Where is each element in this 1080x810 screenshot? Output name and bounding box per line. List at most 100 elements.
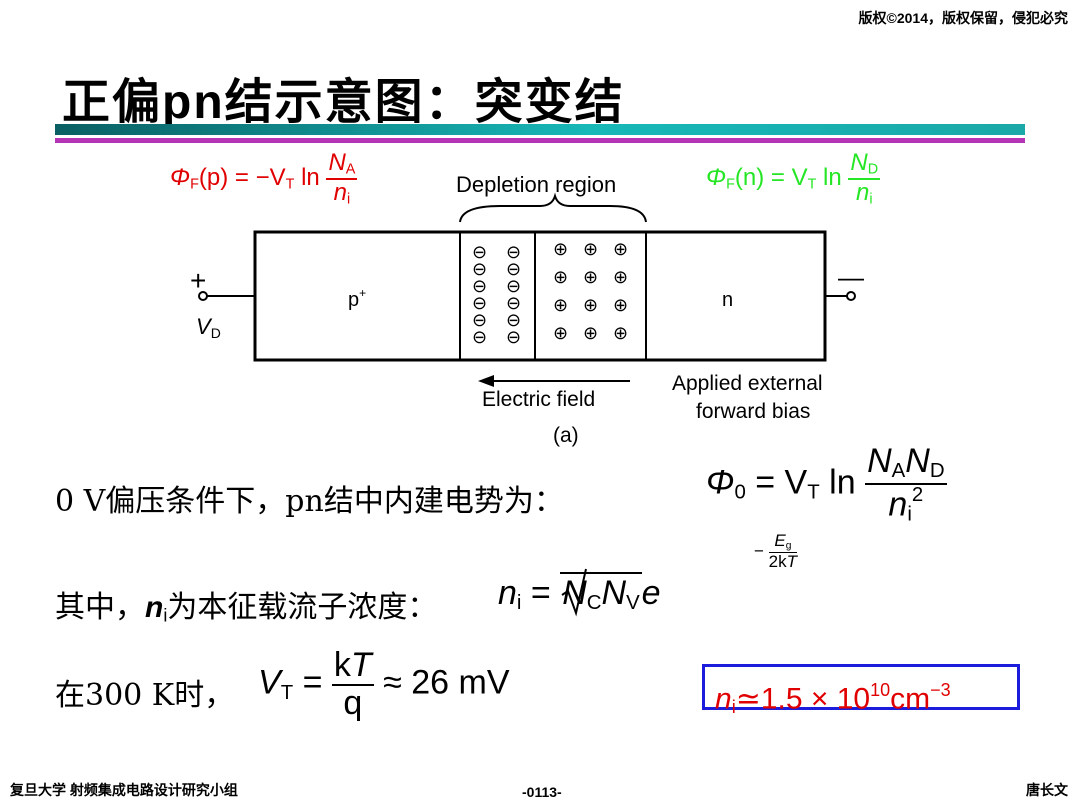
right-terminal [846, 291, 856, 301]
ni-var: n [145, 591, 164, 624]
builtin-fraction: NAND ni2 [865, 442, 947, 526]
frac-num: NA [326, 149, 358, 180]
na-sub: A [891, 460, 906, 483]
negative-ion: ⊖ [472, 259, 487, 279]
phi-symbol: Φ [170, 164, 191, 192]
exp-minus: − [754, 541, 764, 561]
footer-author: 唐长文 [1026, 782, 1068, 798]
negative-ion: ⊖ [506, 310, 521, 330]
n-region-label: n [722, 289, 733, 311]
eg-var: E [774, 531, 786, 550]
nv-sub: V [626, 592, 640, 615]
eq: = V [745, 463, 808, 502]
na-var: N [867, 442, 892, 480]
negative-ions: ⊖⊖ ⊖⊖ ⊖⊖ ⊖⊖ ⊖⊖ ⊖⊖ [472, 242, 521, 347]
title-bar-purple [55, 138, 1025, 143]
positive-ions: ⊕⊕⊕ ⊕⊕⊕ ⊕⊕⊕ ⊕⊕⊕ [553, 239, 628, 343]
den-sub: i [869, 191, 873, 208]
k-const: k [333, 646, 351, 684]
ni-sub: i [731, 697, 736, 718]
positive-ion: ⊕ [553, 239, 568, 259]
positive-ion: ⊕ [613, 323, 628, 343]
depletion-region-label: Depletion region [456, 172, 617, 197]
ni-exp: 10 [870, 680, 891, 700]
exp-den: 2kT [769, 553, 797, 571]
ni-unit-exp: −3 [930, 680, 951, 700]
phi-sub: F [726, 176, 735, 193]
intrinsic-carrier-formula: ni = NCNVe [498, 572, 661, 615]
frac-num: kT [331, 646, 374, 686]
ln: ln [816, 164, 842, 192]
positive-ion: ⊕ [583, 323, 598, 343]
minus-sign: — [838, 262, 864, 292]
phi-symbol: Φ [706, 164, 727, 192]
num-var: N [850, 149, 868, 176]
negative-ion: ⊖ [472, 327, 487, 347]
frac-den: ni [848, 180, 880, 208]
negative-ion: ⊖ [506, 259, 521, 279]
exp-num: Eg [768, 531, 798, 554]
frac-den: ni2 [865, 483, 946, 526]
positive-ion: ⊕ [583, 295, 598, 315]
nc-sub: C [586, 592, 602, 615]
den-var: n [333, 178, 347, 206]
ni-var: n [888, 484, 908, 523]
ln: ln [294, 164, 320, 192]
ni-unit: cm [890, 682, 931, 716]
negative-ion: ⊖ [472, 293, 487, 313]
num-var: N [328, 149, 346, 176]
negative-ion: ⊖ [506, 293, 521, 313]
phi0-sub: 0 [734, 481, 746, 504]
title-bar-teal [55, 124, 1025, 135]
phi-arg: (p) = −V [198, 164, 286, 192]
frac-num: ND [848, 149, 881, 180]
positive-ion: ⊕ [553, 267, 568, 287]
vd-label: VD [196, 314, 221, 341]
ni-value: ≃1.5 × 10 [735, 682, 871, 716]
pn-junction-diagram: + — VD p+ n ⊖⊖ ⊖⊖ ⊖⊖ ⊖⊖ ⊖⊖ ⊖⊖ ⊕ ⊕ ⊕ ⊕ ⊕ ⊕ ⊕ ⊕… [190, 192, 864, 447]
title-prefix: 正偏 [62, 74, 163, 130]
frac-den: ni [326, 180, 357, 208]
positive-ion: ⊕ [613, 239, 628, 259]
ni-var: n [715, 682, 732, 716]
negative-ion: ⊖ [472, 276, 487, 296]
ni-sup: 2 [911, 483, 924, 506]
vt-sub: T [807, 481, 820, 504]
e-var: e [641, 574, 661, 612]
builtin-potential-formula: Φ0 = VT ln NAND ni2 [706, 442, 947, 526]
exp-den-t: T [786, 552, 798, 572]
copyright-notice: 版权©2014，版权保留，侵犯必究 [858, 10, 1068, 26]
p-region-label: p+ [348, 286, 366, 311]
phi-p-formula: ΦF(p) = −VT ln NA ni [170, 149, 358, 208]
plus-sign: + [190, 265, 206, 296]
sqrt-sign [561, 568, 587, 617]
vt-sub: T [285, 176, 295, 193]
positive-ion: ⊕ [583, 239, 598, 259]
phi-n-fraction: ND ni [848, 149, 881, 208]
vt-sub: T [807, 176, 817, 193]
bias-label-line2: forward bias [696, 400, 810, 423]
text-part1: 其中， [55, 590, 145, 625]
thermal-voltage-text: 在300 K时， [55, 678, 235, 713]
exp-den-k: 2k [768, 552, 787, 572]
den-var: n [856, 178, 870, 206]
eg-sub: g [785, 540, 792, 552]
negative-ion: ⊖ [472, 242, 487, 262]
positive-ion: ⊕ [553, 323, 568, 343]
frac-den: q [343, 683, 363, 722]
figure-caption: (a) [553, 424, 579, 447]
eq: = [521, 574, 561, 612]
electric-field-label: Electric field [482, 388, 595, 411]
t-var: T [350, 646, 372, 684]
phi-sub: F [190, 176, 199, 193]
negative-ion: ⊖ [506, 327, 521, 347]
den-sub: i [346, 191, 351, 208]
phi-n-formula: ΦF(n) = VT ln ND ni [706, 149, 881, 208]
depletion-brace [459, 192, 647, 223]
ni-sub: i [516, 592, 522, 615]
ni-var: n [498, 574, 517, 612]
nd-sub: D [929, 460, 945, 483]
